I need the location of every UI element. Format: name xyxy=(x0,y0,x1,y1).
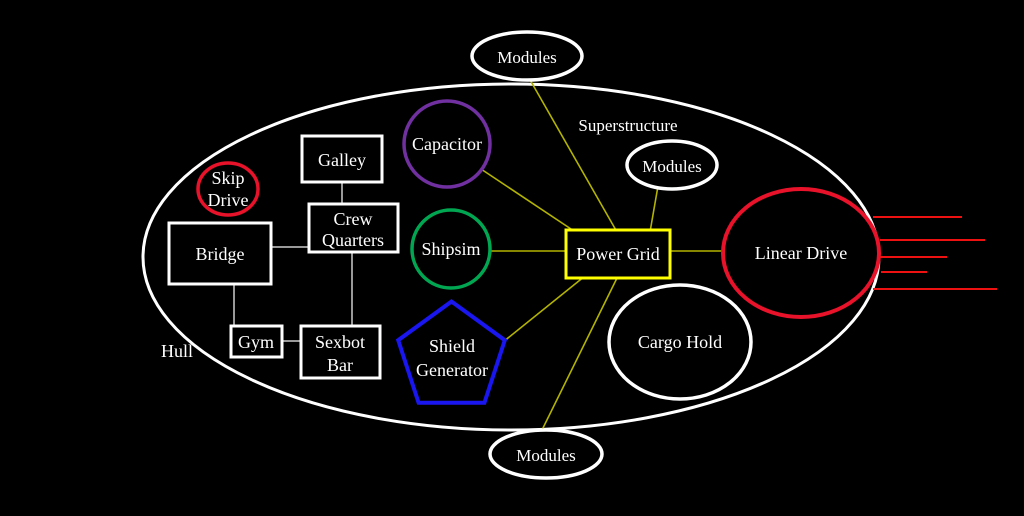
linear-drive-ellipse xyxy=(721,187,881,319)
node-bridge: Bridge xyxy=(167,221,273,286)
shield-generator-pentagon xyxy=(395,299,508,405)
sexbot-bar-label-line1: Sexbot xyxy=(315,332,365,352)
node-skip-drive: Skip Drive xyxy=(196,161,260,217)
skip-drive-label-line1: Skip xyxy=(211,168,244,188)
crew-quarters-label-line2: Quarters xyxy=(322,230,384,250)
modules-bottom-ellipse xyxy=(488,428,604,480)
node-gym: Gym xyxy=(229,324,284,359)
shipsim-label: Shipsim xyxy=(421,239,480,259)
node-modules-inner: Modules xyxy=(625,139,719,191)
modules-inner-ellipse xyxy=(625,139,719,191)
shield-generator-label-line2: Generator xyxy=(416,360,488,380)
node-shipsim: Shipsim xyxy=(410,208,492,290)
modules-bottom-label: Modules xyxy=(516,446,576,465)
node-sexbot-bar: Sexbot Bar xyxy=(299,324,382,380)
node-power-grid: Power Grid xyxy=(564,228,672,280)
crew-quarters-box xyxy=(307,202,400,254)
crew-quarters-label-line1: Crew xyxy=(334,209,373,229)
hull-label: Hull xyxy=(161,341,193,361)
superstructure-label: Superstructure xyxy=(578,116,677,135)
node-shield-generator: Shield Generator xyxy=(395,299,508,405)
skip-drive-circle xyxy=(196,161,260,217)
cargo-hold-label: Cargo Hold xyxy=(638,332,722,352)
modules-top-label: Modules xyxy=(497,48,557,67)
capacitor-circle xyxy=(402,99,492,189)
skip-drive-label-line2: Drive xyxy=(208,190,249,210)
linear-drive-label: Linear Drive xyxy=(755,243,847,263)
power-line-capacitor xyxy=(477,166,581,236)
node-modules-bottom: Modules xyxy=(488,428,604,480)
modules-inner-label: Modules xyxy=(642,157,702,176)
node-crew-quarters: Crew Quarters xyxy=(307,202,400,254)
power-line-modules-top xyxy=(528,77,618,233)
modules-top-ellipse xyxy=(470,30,584,82)
node-linear-drive: Linear Drive xyxy=(721,187,881,319)
galley-label: Galley xyxy=(318,150,366,170)
power-line-modules-bottom xyxy=(540,275,619,433)
power-grid-box xyxy=(564,228,672,280)
bridge-box xyxy=(167,221,273,286)
gym-label: Gym xyxy=(238,332,274,352)
shield-generator-label-line1: Shield xyxy=(429,336,475,356)
thrust-lines xyxy=(873,216,997,290)
capacitor-label: Capacitor xyxy=(412,134,482,154)
shipsim-circle xyxy=(410,208,492,290)
power-line-modules-inner xyxy=(649,185,659,233)
node-modules-top: Modules xyxy=(470,30,584,82)
sexbot-bar-box xyxy=(299,324,382,380)
gym-box xyxy=(229,324,284,359)
node-capacitor: Capacitor xyxy=(402,99,492,189)
bridge-label: Bridge xyxy=(196,244,245,264)
node-galley: Galley xyxy=(300,134,384,184)
node-cargo-hold: Cargo Hold xyxy=(607,283,753,401)
power-line-shield-generator xyxy=(502,275,586,343)
power-grid-label: Power Grid xyxy=(576,244,660,264)
galley-box xyxy=(300,134,384,184)
cargo-hold-ellipse xyxy=(607,283,753,401)
sexbot-bar-label-line2: Bar xyxy=(327,355,353,375)
